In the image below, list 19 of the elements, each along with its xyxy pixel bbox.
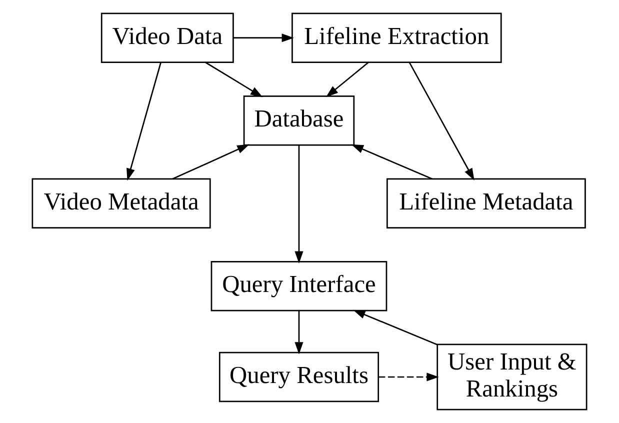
node-box: Lifeline Metadata [386,178,586,228]
arrow [126,62,162,181]
arrow [172,144,250,180]
arrow [294,145,304,264]
node-box: Database [243,96,355,146]
arrow [233,34,294,42]
node-box: Lifeline Extraction [292,12,502,63]
node-box: Query Interface [210,261,388,312]
arrow [353,310,438,346]
arrow [351,144,432,180]
arrow [378,372,439,382]
node-box: Query Results [218,352,380,402]
arrow [294,310,304,354]
arrow [205,62,263,98]
node-box: Video Data [100,12,234,63]
arrow [326,62,369,98]
node-box: User Input & Rankings [436,344,588,410]
node-box: Video Metadata [32,178,211,228]
arrow [408,62,474,181]
